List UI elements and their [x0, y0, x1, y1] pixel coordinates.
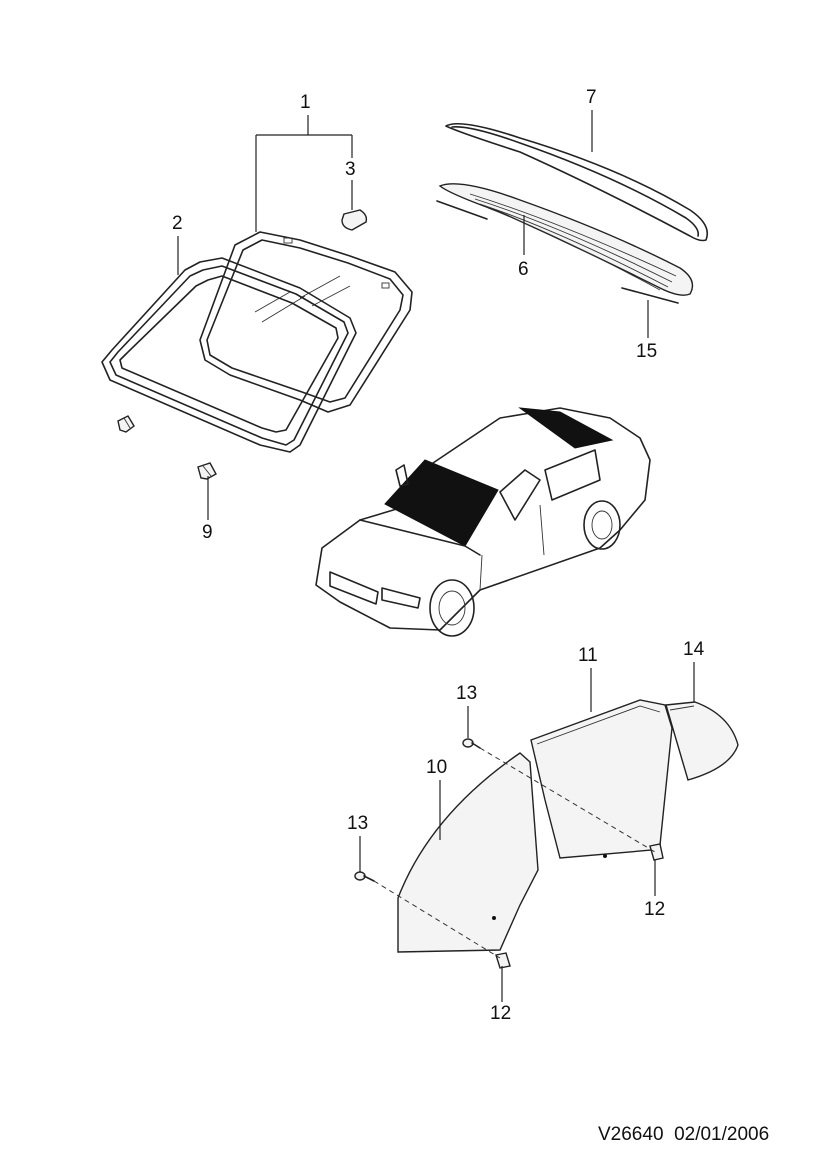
- clip-part-12-a: [649, 843, 664, 861]
- callout-2: 2: [172, 213, 183, 234]
- windshield-glass: [199, 231, 413, 413]
- callout-11: 11: [578, 645, 598, 666]
- strip-parts: [436, 200, 679, 304]
- clip-part-9: [197, 462, 217, 480]
- front-door-glass: [397, 752, 539, 953]
- rear-door-glass: [530, 699, 673, 859]
- callout-13-upper: 13: [456, 683, 478, 704]
- callout-9: 9: [202, 522, 213, 543]
- callout-15: 15: [636, 341, 658, 362]
- cap-part: [341, 209, 368, 231]
- callout-1: 1: [300, 92, 311, 113]
- callout-6: 6: [518, 259, 529, 280]
- quarter-glass: [665, 701, 739, 781]
- diagram-footer: V26640 02/01/2006: [598, 1124, 769, 1146]
- diagram-code: V26640: [598, 1124, 664, 1145]
- leader-lines: [177, 110, 695, 1002]
- callout-3: 3: [345, 159, 356, 180]
- bolt-part-13-a: [462, 738, 481, 749]
- callout-13-lower: 13: [347, 813, 369, 834]
- assembly-lines: [373, 747, 656, 959]
- clip-part-12-b: [495, 952, 511, 969]
- callout-7: 7: [586, 87, 597, 108]
- windshield-molding: [101, 257, 357, 453]
- rear-window-molding: [445, 122, 709, 242]
- callout-12-upper: 12: [644, 899, 666, 920]
- bolt-part-13-b: [354, 871, 375, 882]
- callout-10: 10: [426, 757, 448, 778]
- diagram-date: 02/01/2006: [674, 1124, 770, 1145]
- car-illustration: [315, 407, 651, 637]
- rear-window-glass: [438, 183, 694, 296]
- clip-part: [117, 415, 135, 433]
- callout-14: 14: [683, 639, 705, 660]
- callout-12-lower: 12: [490, 1003, 512, 1024]
